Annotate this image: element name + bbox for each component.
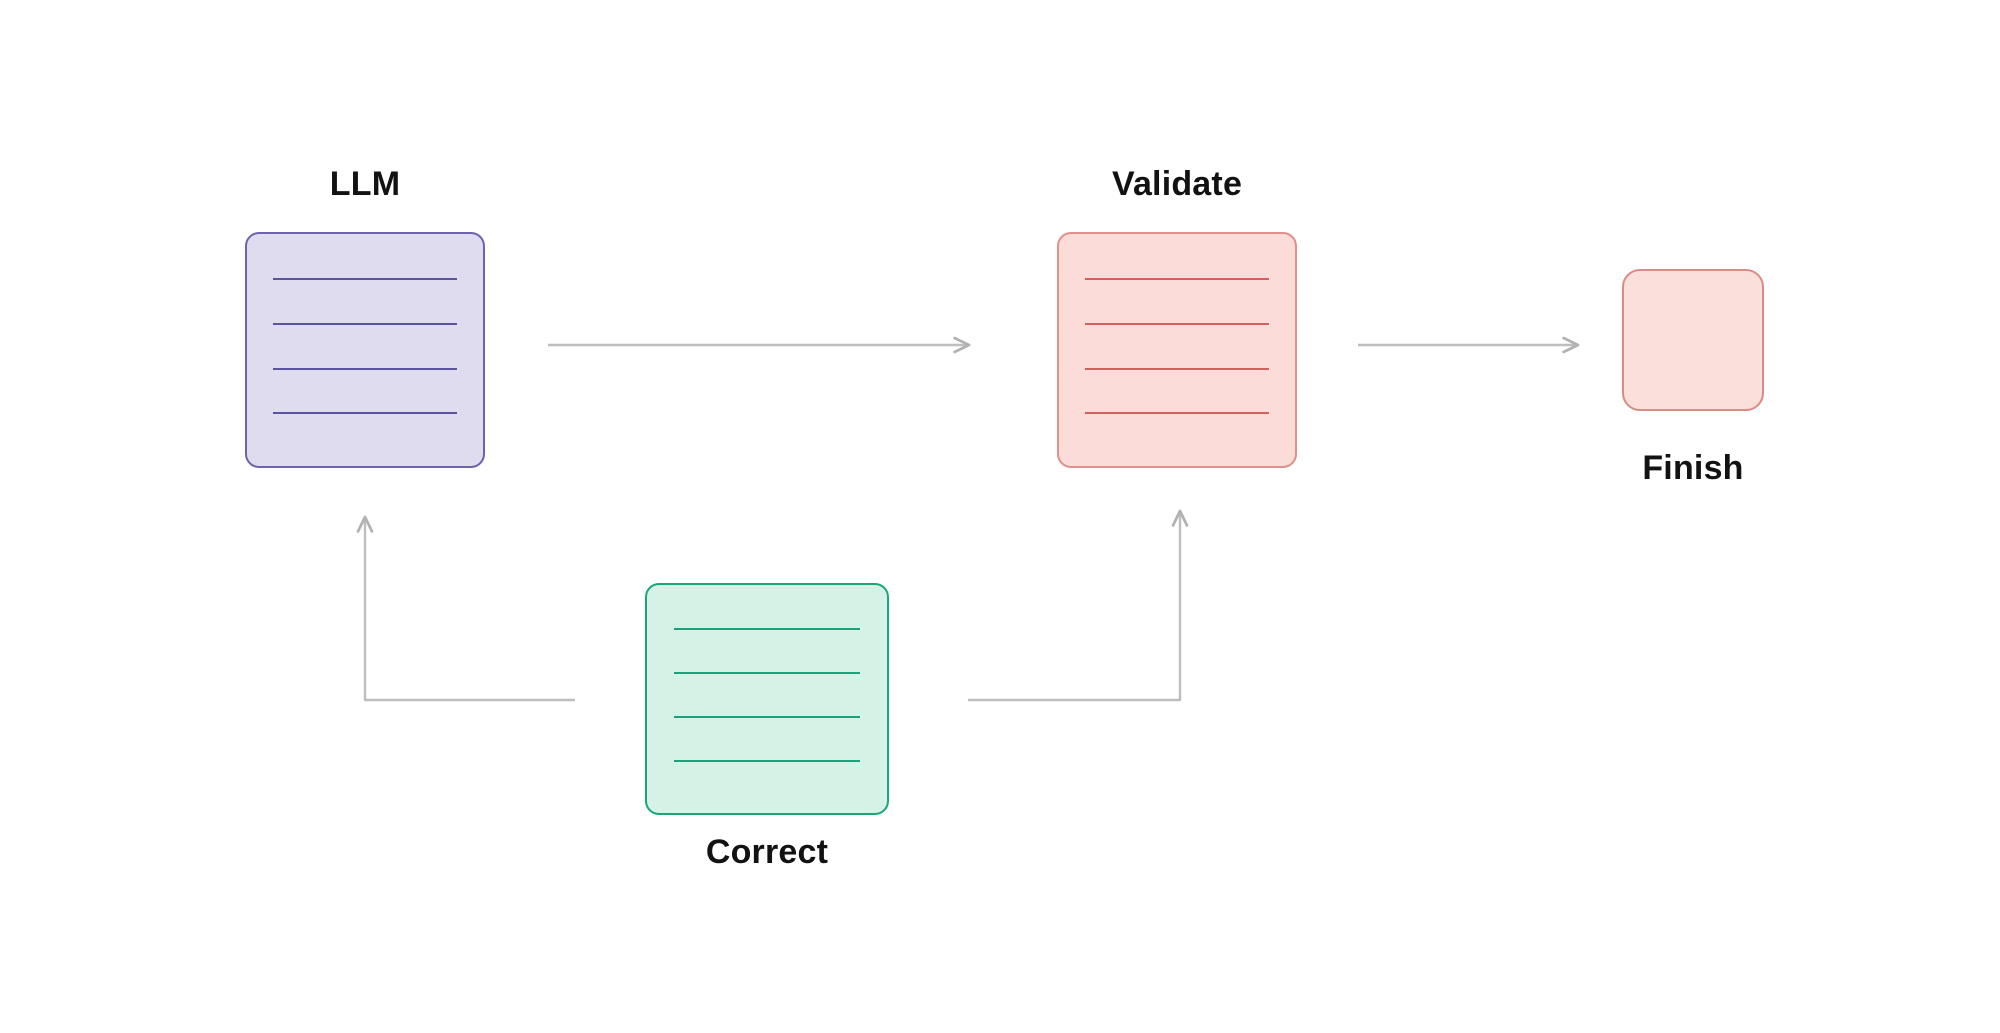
node-correct-line-3 <box>674 716 860 718</box>
node-llm-line-2 <box>273 323 457 325</box>
node-llm-line-1 <box>273 278 457 280</box>
node-correct[interactable] <box>645 583 889 815</box>
node-finish-label: Finish <box>1642 449 1744 487</box>
node-llm-line-4 <box>273 412 457 414</box>
node-validate-lines <box>1059 234 1295 466</box>
node-validate-line-3 <box>1085 368 1269 370</box>
node-validate-line-2 <box>1085 323 1269 325</box>
node-correct-line-2 <box>674 672 860 674</box>
node-llm-label: LLM <box>329 165 401 203</box>
node-validate-line-4 <box>1085 412 1269 414</box>
node-validate[interactable] <box>1057 232 1297 468</box>
node-llm-lines <box>247 234 483 466</box>
node-llm-line-3 <box>273 368 457 370</box>
node-correct-line-4 <box>674 760 860 762</box>
node-validate-label: Validate <box>1111 165 1243 203</box>
node-validate-line-1 <box>1085 278 1269 280</box>
edge-correct-to-llm <box>356 515 575 702</box>
node-finish[interactable] <box>1622 269 1764 411</box>
node-correct-lines <box>647 585 887 813</box>
edge-correct-to-validate <box>968 509 1189 702</box>
node-llm[interactable] <box>245 232 485 468</box>
node-correct-label: Correct <box>705 833 829 871</box>
node-correct-line-1 <box>674 628 860 630</box>
